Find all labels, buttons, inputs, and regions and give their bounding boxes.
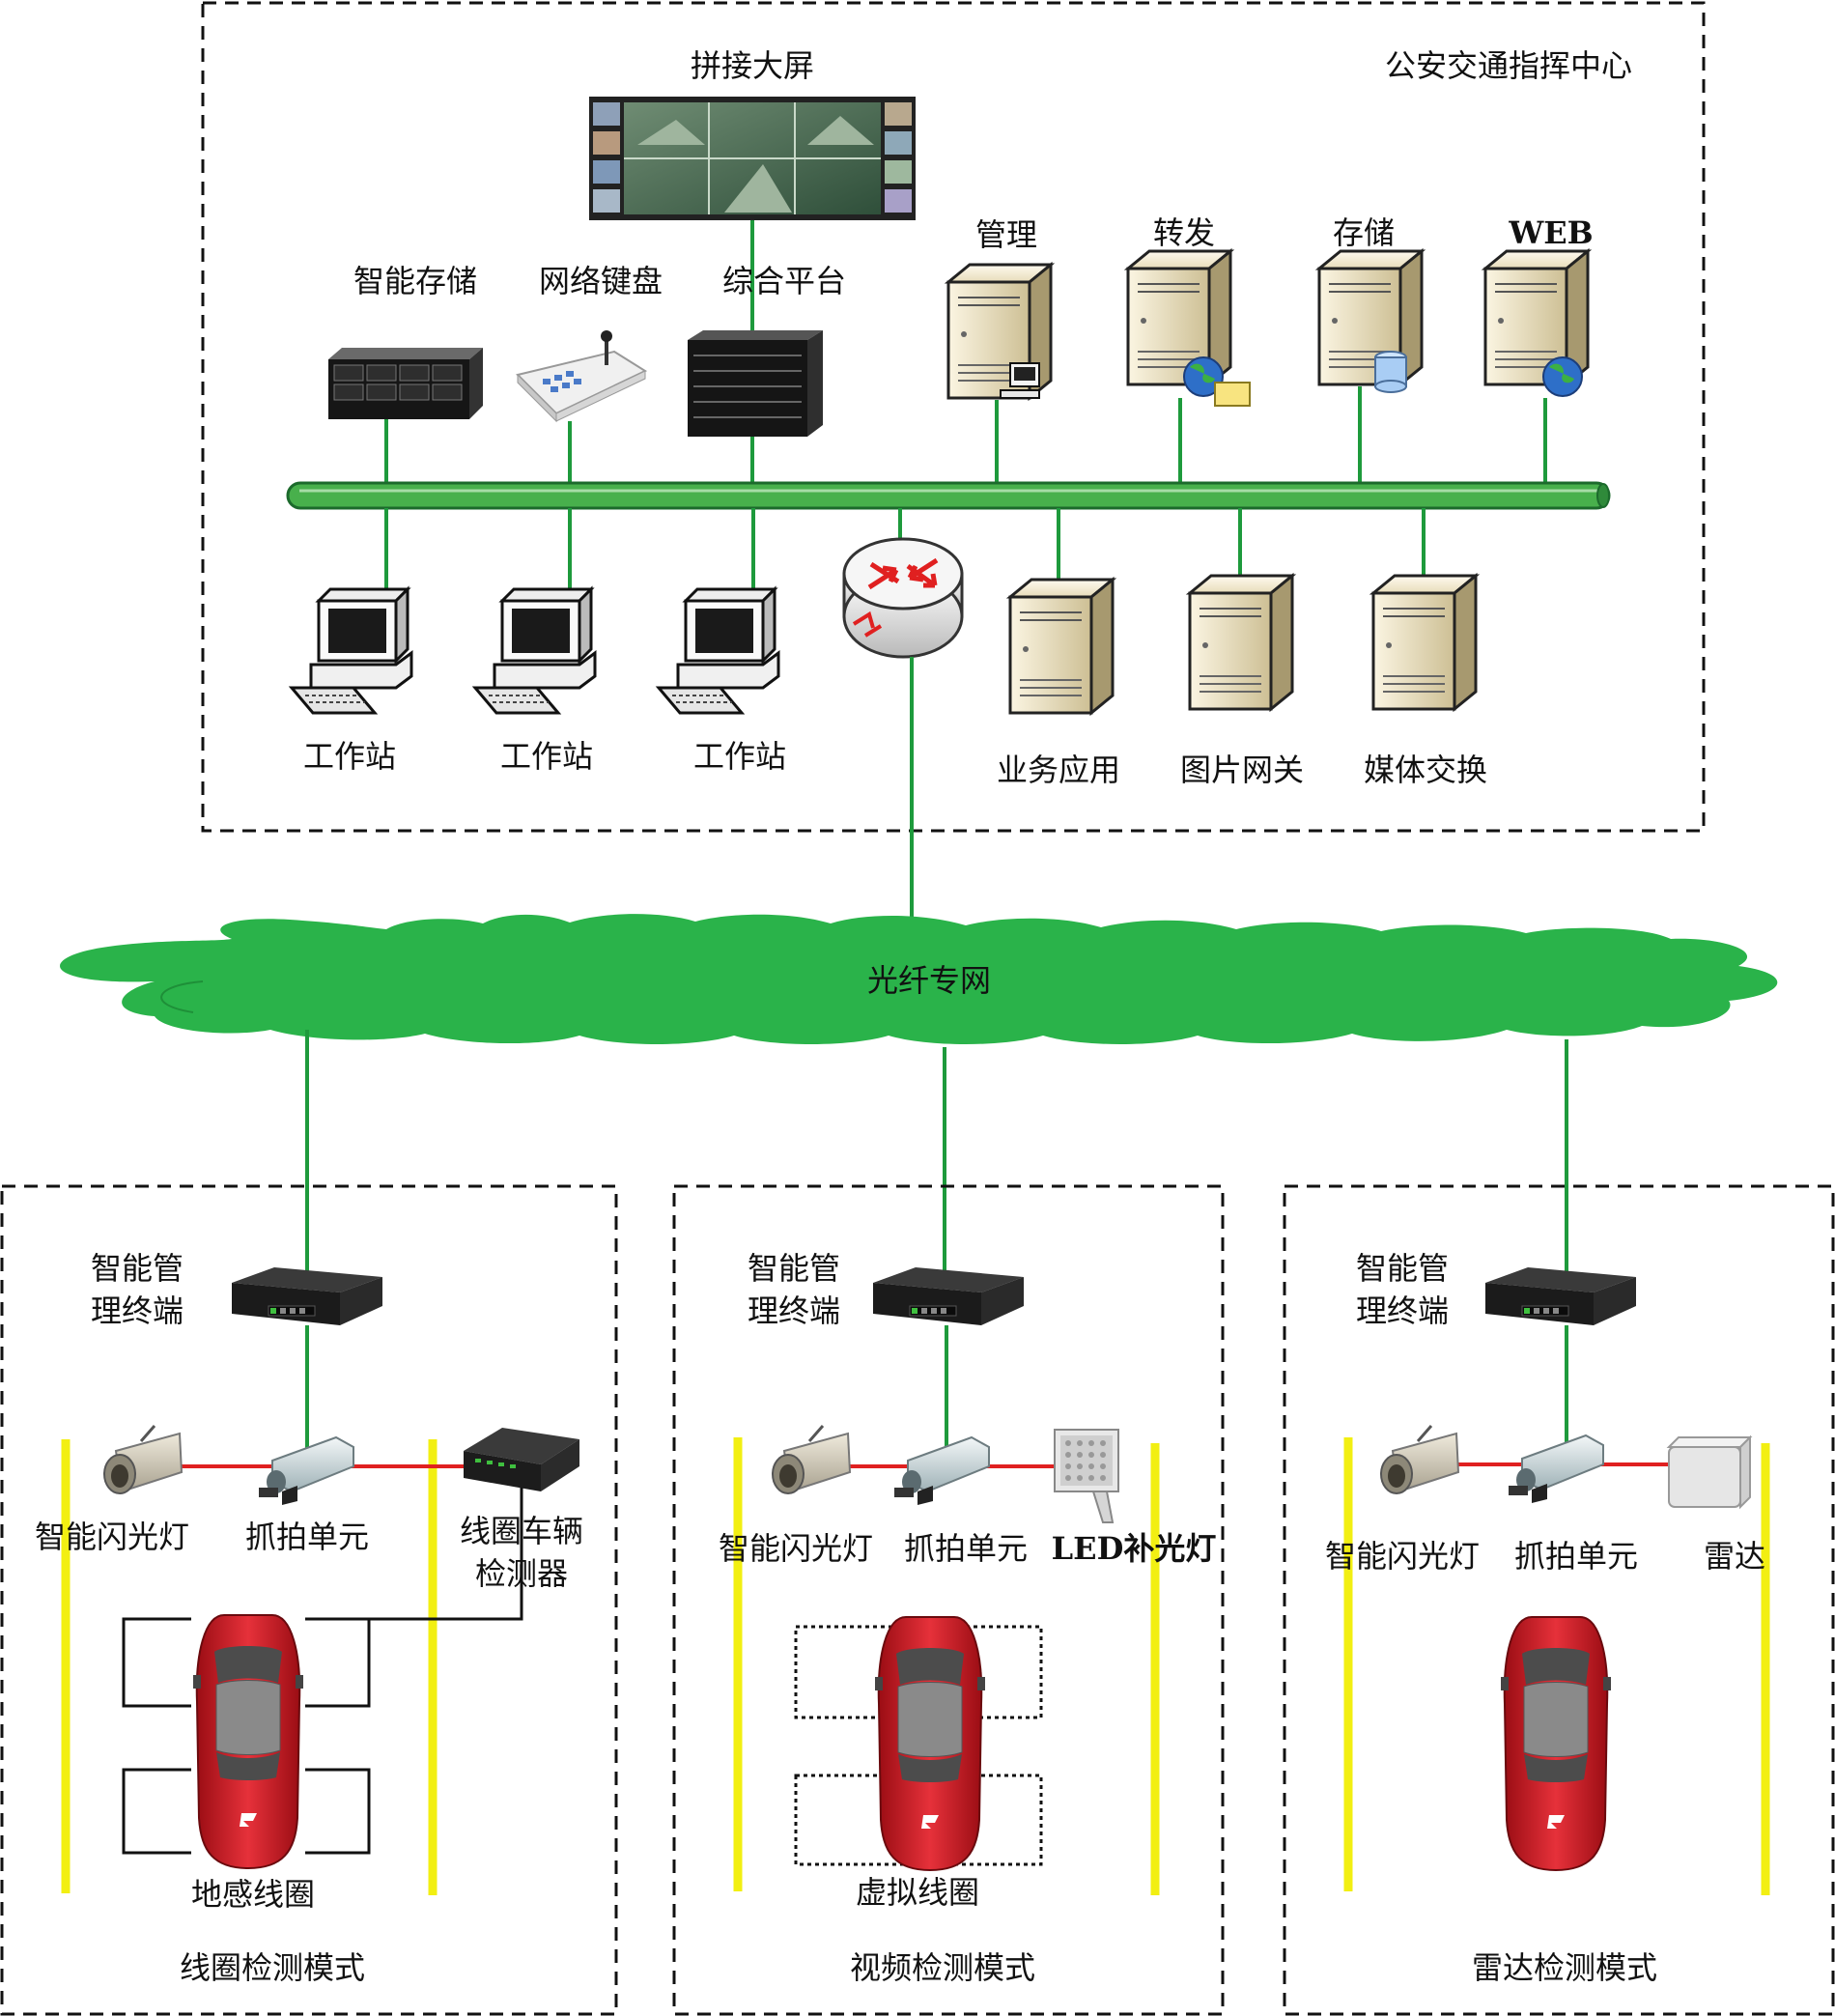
workstation-label-2: 工作站 xyxy=(500,738,593,775)
server-label-manage: 管理 xyxy=(975,216,1037,253)
workstation-label-3: 工作站 xyxy=(693,738,786,775)
lan-bus xyxy=(286,481,1611,510)
manage-server-icon xyxy=(946,263,1053,400)
workstation-icon-1 xyxy=(290,587,413,715)
site-3-terminal-icon xyxy=(1484,1266,1637,1326)
fiber-network-cloud xyxy=(60,914,1778,1044)
site-3-car-icon xyxy=(1500,1616,1612,1871)
forward-server-icon xyxy=(1126,249,1251,407)
ptz-keyboard-icon xyxy=(516,330,648,423)
workstation-label-1: 工作站 xyxy=(303,738,396,775)
site-1-car-icon xyxy=(192,1614,304,1869)
site-2-flash-icon xyxy=(771,1424,852,1495)
server-label-app: 业务应用 xyxy=(997,752,1120,788)
site-1-capture-label: 抓拍单元 xyxy=(245,1519,369,1555)
server-label-gateway: 图片网关 xyxy=(1180,752,1304,788)
site-1-terminal-label-2: 理终端 xyxy=(91,1292,184,1329)
site-2-mode-label: 视频检测模式 xyxy=(850,1949,1035,1986)
site-2-boundary xyxy=(672,1184,1225,2016)
site-2-camera-icon xyxy=(893,1436,990,1506)
site-1-terminal-label-1: 智能管 xyxy=(91,1250,184,1287)
site-1-terminal-icon xyxy=(231,1266,383,1326)
platform-chassis-icon xyxy=(688,330,823,437)
site-3-radar-icon xyxy=(1666,1434,1753,1510)
network-keyboard-label: 网络键盘 xyxy=(539,263,663,299)
site-3-capture-label: 抓拍单元 xyxy=(1514,1538,1638,1575)
video-wall-label: 拼接大屏 xyxy=(691,47,814,84)
site-2-capture-label: 抓拍单元 xyxy=(904,1530,1028,1567)
workstation-icon-2 xyxy=(473,587,597,715)
storage-array-icon xyxy=(328,348,483,419)
site-1-flash-label: 智能闪光灯 xyxy=(35,1519,189,1555)
center-title: 公安交通指挥中心 xyxy=(1385,47,1632,84)
video-wall-icon xyxy=(589,97,916,220)
site-2-terminal-icon xyxy=(872,1266,1025,1326)
site-3-camera-icon xyxy=(1508,1434,1604,1504)
server-label-forward: 转发 xyxy=(1153,214,1215,251)
site-2-terminal-label-2: 理终端 xyxy=(748,1292,840,1329)
server-label-media: 媒体交换 xyxy=(1364,752,1487,788)
site-3-terminal-label-1: 智能管 xyxy=(1356,1250,1449,1287)
web-server-icon xyxy=(1483,249,1590,397)
storage-server-icon xyxy=(1317,249,1424,393)
site-1-camera-icon xyxy=(258,1436,354,1506)
site-2-led-label: LED补光灯 xyxy=(1052,1530,1217,1567)
site-3-radar-label: 雷达 xyxy=(1704,1538,1765,1575)
workstation-icon-3 xyxy=(657,587,780,715)
site-3-terminal-label-2: 理终端 xyxy=(1356,1292,1449,1329)
site-3-boundary xyxy=(1283,1184,1835,2016)
site-1-induction-loops xyxy=(122,1488,523,1855)
image-gateway-server-icon xyxy=(1188,574,1294,711)
site-2-loop-label: 虚拟线圈 xyxy=(856,1874,979,1911)
integrated-platform-label: 综合平台 xyxy=(722,263,846,299)
site-2-car-icon xyxy=(874,1616,986,1871)
site-2-terminal-label-1: 智能管 xyxy=(748,1250,840,1287)
site-1-loop-detector-icon xyxy=(464,1428,579,1491)
site-1-loop-label: 地感线圈 xyxy=(191,1876,315,1913)
server-label-web: WEB xyxy=(1508,214,1593,251)
smart-storage-label: 智能存储 xyxy=(353,263,477,299)
cloud-label: 光纤专网 xyxy=(867,962,991,999)
site-1-boundary xyxy=(0,1184,618,2016)
site-2-flash-label: 智能闪光灯 xyxy=(719,1530,873,1567)
app-server-icon xyxy=(1008,578,1115,715)
center-boundary xyxy=(201,1,1706,833)
site-2-led-fill-light-icon xyxy=(1054,1429,1119,1523)
server-label-storage: 存储 xyxy=(1333,214,1395,251)
router-icon xyxy=(842,537,964,659)
site-3-flash-label: 智能闪光灯 xyxy=(1325,1538,1480,1575)
media-switch-server-icon xyxy=(1371,574,1478,711)
site-3-mode-label: 雷达检测模式 xyxy=(1472,1949,1657,1986)
site-3-flash-icon xyxy=(1379,1424,1460,1495)
site-1-flash-icon xyxy=(102,1424,184,1495)
site-1-mode-label: 线圈检测模式 xyxy=(180,1949,365,1986)
